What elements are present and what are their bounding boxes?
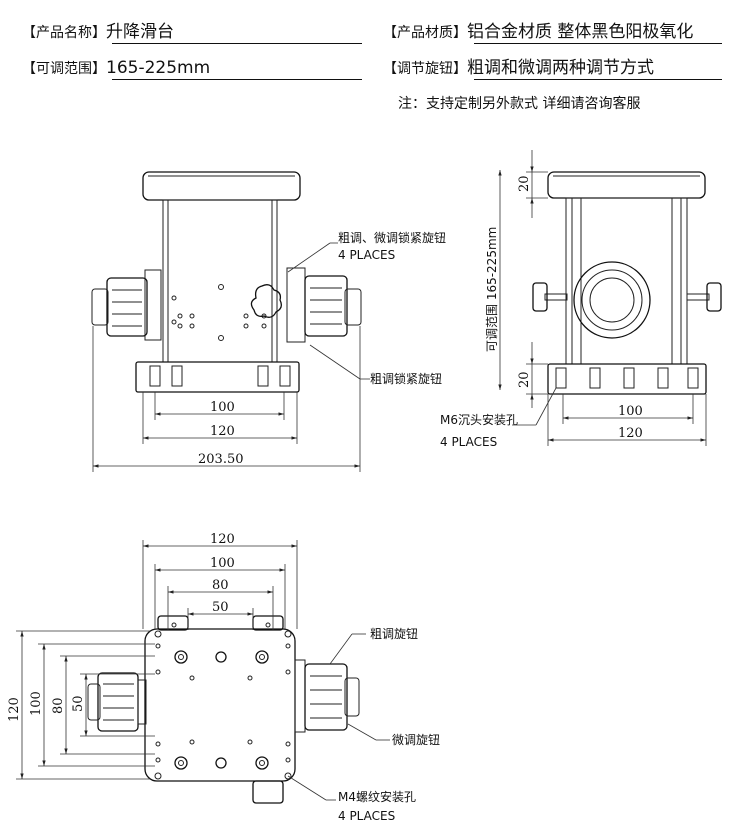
spec-name-value: 升降滑台 bbox=[106, 22, 174, 42]
front-dim-120: 120 bbox=[210, 424, 235, 439]
side-dim-bottom: 20 bbox=[517, 371, 532, 388]
spec-knob-underline bbox=[474, 79, 722, 80]
callout-m4-places: 4 PLACES bbox=[338, 809, 395, 823]
side-dim-100: 100 bbox=[618, 404, 643, 419]
spec-name-key: 【产品名称】 bbox=[22, 25, 106, 41]
spec-knob-key: 【调节旋钮】 bbox=[383, 61, 467, 77]
front-body bbox=[162, 199, 278, 363]
spec-range-value: 165-225mm bbox=[106, 58, 211, 78]
front-base bbox=[135, 361, 300, 393]
spec-material-underline bbox=[474, 43, 722, 44]
front-dim-100: 100 bbox=[210, 400, 235, 415]
top-right-knob bbox=[294, 659, 360, 733]
spec-material: 【产品材质】铝合金材质 整体黑色阳极氧化 bbox=[383, 22, 693, 43]
spec-knob-value: 粗调和微调两种调节方式 bbox=[467, 58, 654, 78]
front-right-knob bbox=[286, 267, 362, 343]
side-body bbox=[565, 197, 688, 365]
top-view: 120 100 80 50 120 100 80 50 粗调旋钮 bbox=[7, 532, 440, 823]
top-vdim-120: 120 bbox=[7, 697, 22, 722]
top-vdim-50: 50 bbox=[71, 695, 86, 712]
callout-lock-places: 4 PLACES bbox=[338, 248, 395, 262]
top-dim-100: 100 bbox=[210, 556, 235, 571]
callout-fine-knob: 微调旋钮 bbox=[392, 732, 440, 747]
spec-name-underline bbox=[112, 43, 362, 44]
top-dim-50: 50 bbox=[212, 600, 229, 615]
spec-range: 【可调范围】165-225mm bbox=[22, 58, 210, 79]
callout-coarse-knob: 粗调旋钮 bbox=[370, 626, 418, 641]
side-dim-top: 20 bbox=[517, 175, 532, 192]
side-base bbox=[547, 363, 707, 395]
side-right-knob-icon bbox=[706, 282, 722, 312]
side-dim-range: 可调范围 165-225mm bbox=[485, 227, 499, 352]
side-left-knob-icon bbox=[532, 282, 548, 312]
callout-m4-hole: M4螺纹安装孔 bbox=[338, 789, 416, 804]
callout-m6-hole: M6沉头安装孔 bbox=[440, 412, 518, 427]
spec-range-key: 【可调范围】 bbox=[22, 61, 106, 77]
spec-name: 【产品名称】升降滑台 bbox=[22, 22, 174, 43]
bottom-knob-icon bbox=[252, 780, 284, 804]
front-left-knob bbox=[91, 269, 162, 341]
spec-material-key: 【产品材质】 bbox=[383, 25, 467, 41]
side-view: 20 可调范围 165-225mm 20 100 120 M6沉头安装孔 4 P… bbox=[440, 150, 722, 449]
spec-material-value: 铝合金材质 整体黑色阳极氧化 bbox=[467, 22, 694, 42]
top-dim-80: 80 bbox=[212, 578, 229, 593]
front-dim-203: 203.50 bbox=[198, 452, 244, 467]
spec-range-underline bbox=[112, 79, 362, 80]
custom-note: 注：支持定制另外款式 详细请咨询客服 bbox=[398, 96, 641, 112]
callout-lock-knob: 粗调、微调锁紧旋钮 bbox=[338, 230, 446, 245]
top-vdim-80: 80 bbox=[51, 697, 66, 714]
top-dim-120: 120 bbox=[210, 532, 235, 547]
lock-knob-icon bbox=[250, 284, 282, 318]
side-dim-120: 120 bbox=[618, 426, 643, 441]
callout-coarse-lock: 粗调锁紧旋钮 bbox=[370, 371, 442, 386]
side-knob-disc bbox=[573, 261, 651, 339]
callout-m6-places: 4 PLACES bbox=[440, 435, 497, 449]
front-view: 100 120 203.50 粗调、微调锁紧旋钮 4 PLACES 粗调锁紧旋钮 bbox=[91, 171, 446, 472]
spec-knob: 【调节旋钮】粗调和微调两种调节方式 bbox=[383, 58, 654, 79]
top-left-knob bbox=[87, 672, 147, 732]
top-vdim-100: 100 bbox=[29, 691, 44, 716]
